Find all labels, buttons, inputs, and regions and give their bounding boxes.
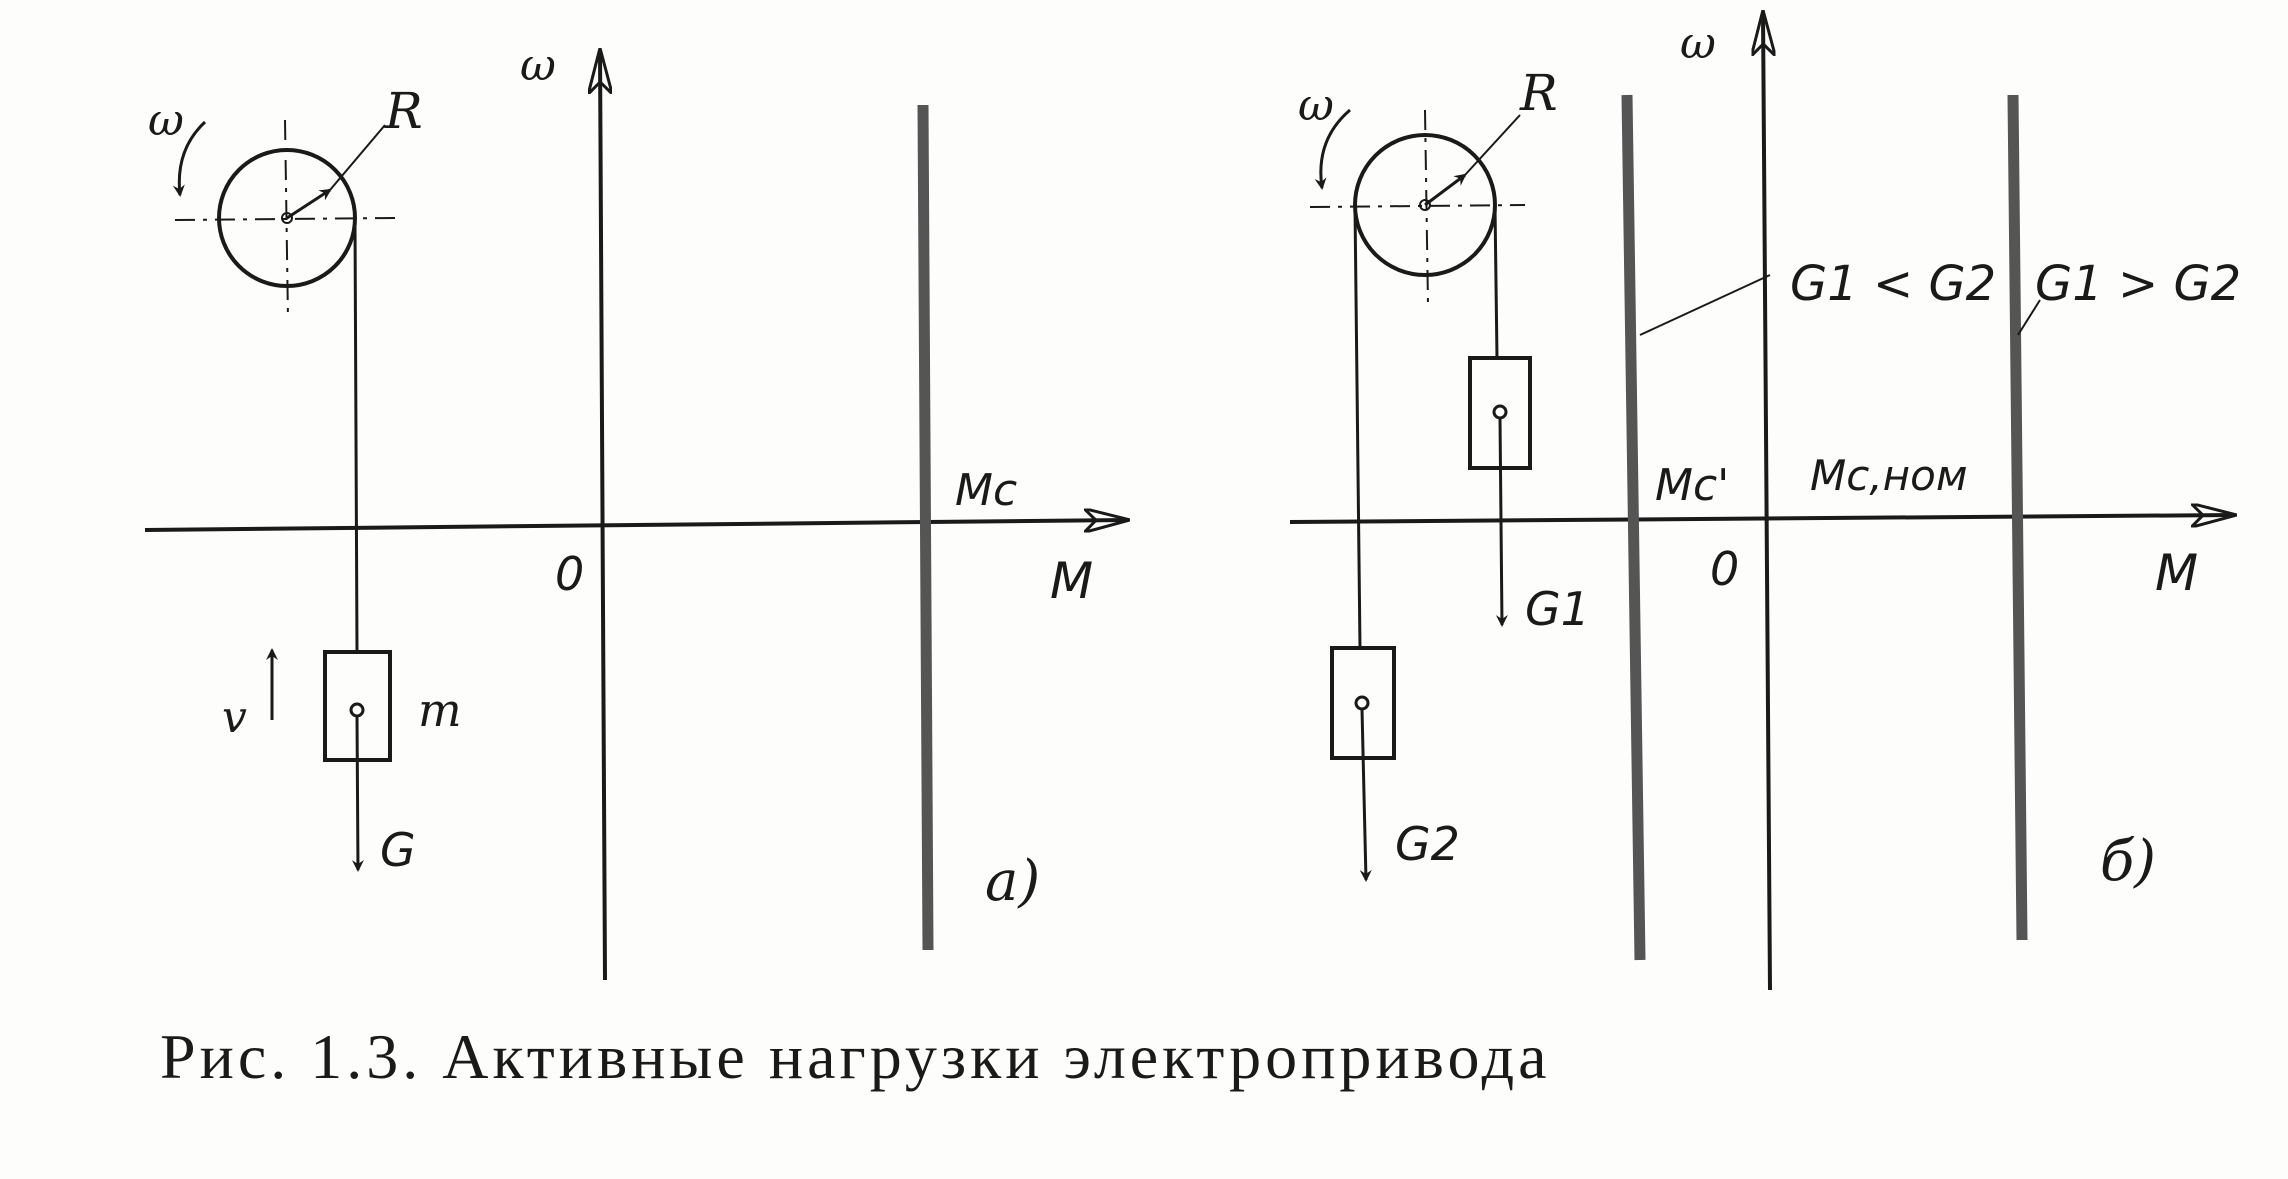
panel-b-weight1-label: G1 [1525, 582, 1590, 636]
panel-a-tag: а) [985, 849, 1040, 914]
panel-a-omega-axis [600, 50, 605, 981]
panel-b-load-line-right [2007, 94, 2028, 941]
panel-b-load-line-left [1621, 94, 1646, 961]
panel-a-origin-label: 0 [555, 547, 584, 601]
panel-b-weight2-label: G2 [1395, 817, 1460, 871]
panel-b-cond-left: G1 < G2 [1790, 256, 1996, 312]
panel-a-velocity-label: v [222, 692, 247, 743]
panel-b-line-left-label: Mс' [1655, 460, 1729, 511]
panel-a-rotation-label: ω [148, 95, 184, 146]
panel-b: ω ω R G1 < G2 G1 > G2 Mс' Mс,ном 0 M G1 … [1289, 12, 2241, 991]
panel-b-moment-axis [1289, 515, 2235, 522]
panel-a-moment-label: M [1050, 552, 1093, 610]
panel-b-rope-left [1353, 206, 1362, 649]
panel-a-load-line [917, 104, 934, 951]
panel-b-omega-label: ω [1680, 18, 1716, 69]
panel-a-weight-label: G [380, 823, 416, 877]
figure-caption: Рис. 1.3. Активные нагрузки электроприво… [160, 1021, 1551, 1092]
panel-b-rotation-label: ω [1298, 80, 1334, 131]
panel-a: ω ω R Mс 0 M v m G а) [144, 40, 1128, 981]
panel-b-tag: б) [2100, 829, 2156, 894]
panel-a-rope [353, 221, 359, 653]
panel-b-pulley [1309, 108, 1526, 306]
panel-a-load-label: Mс [955, 465, 1017, 516]
panel-b-radius-label: R [1519, 64, 1558, 122]
panel-b-rope-right [1493, 206, 1499, 359]
panel-a-pulley [172, 119, 396, 321]
panel-a-omega-label: ω [520, 40, 556, 91]
panel-b-omega-axis [1763, 12, 1770, 991]
panel-b-cond-right: G1 > G2 [2035, 256, 2241, 312]
panel-b-moment-label: M [2155, 544, 2198, 602]
panel-a-moment-axis [144, 520, 1128, 530]
panel-a-mass-label: m [418, 683, 462, 737]
panel-b-origin-label: 0 [1710, 542, 1739, 596]
panel-b-line-right-label: Mс,ном [1810, 451, 1968, 500]
panel-a-radius-label: R [384, 82, 423, 140]
